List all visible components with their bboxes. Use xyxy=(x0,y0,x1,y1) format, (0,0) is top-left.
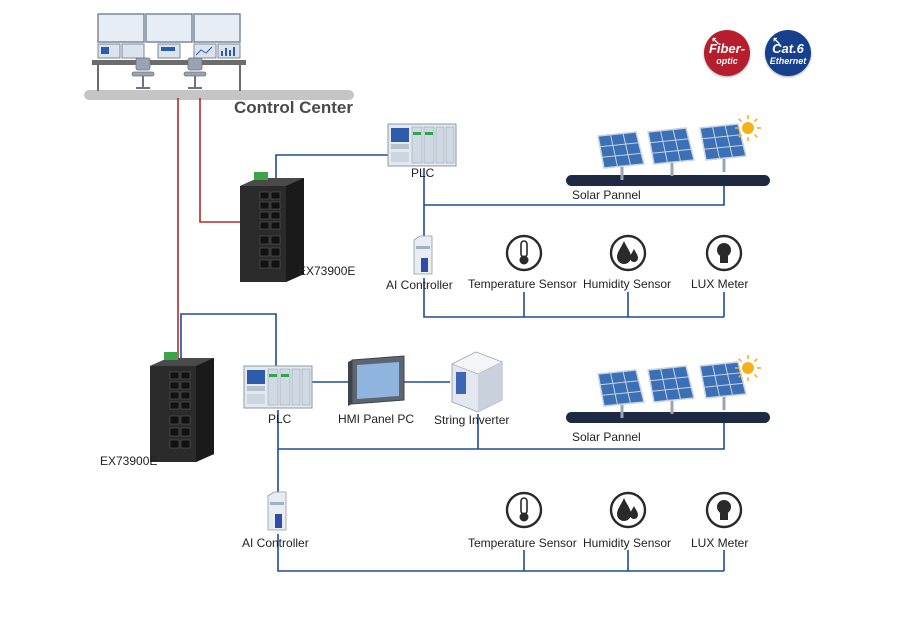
plc-top-label: PLC xyxy=(411,166,435,180)
temp-bottom-label: Temperature Sensor xyxy=(468,536,577,550)
temperature-sensor-bottom xyxy=(505,491,543,529)
arrow-icon: ↖ xyxy=(772,36,782,48)
lux-bottom-label: LUX Meter xyxy=(691,536,749,550)
switch-bottom-label: EX73900E xyxy=(100,454,158,468)
fiber-link-top-switch xyxy=(199,98,246,223)
solar-array-top xyxy=(566,114,770,186)
solar-top-label: Solar Pannel xyxy=(572,188,641,202)
switch-top xyxy=(239,171,305,283)
control-center xyxy=(84,13,354,100)
plc-bottom xyxy=(243,365,313,409)
plc-top xyxy=(387,123,457,167)
cat6-badge-line1: Cat.6 xyxy=(772,41,804,56)
eth-top-switch-plc xyxy=(275,154,388,180)
ethernet-links xyxy=(180,154,725,572)
ai-top-label: AI Controller xyxy=(386,278,453,292)
fiber-badge-line1: Fiber- xyxy=(708,41,746,56)
arrow-icon: ↖ xyxy=(711,36,721,48)
humidity-sensor-top xyxy=(609,234,647,272)
humidity-sensor-bottom xyxy=(609,491,647,529)
lux-meter-bottom xyxy=(705,491,743,529)
lux-top-label: LUX Meter xyxy=(691,277,749,291)
plc-bottom-label: PLC xyxy=(268,412,292,426)
cat6-badge-line2: Ethernet xyxy=(769,56,807,66)
cat6-ethernet-badge: ↖ Cat.6 Ethernet xyxy=(765,30,811,76)
solar-array-bottom xyxy=(566,354,770,423)
switch-top-label: EX73900E xyxy=(298,264,356,278)
solar-bottom-label: Solar Pannel xyxy=(572,430,641,444)
hmi-panel-pc xyxy=(348,355,405,406)
humid-bottom-label: Humidity Sensor xyxy=(583,536,672,550)
temperature-sensor-top xyxy=(505,234,543,272)
humid-top-label: Humidity Sensor xyxy=(583,277,672,291)
fiber-badge-line2: optic xyxy=(716,56,738,66)
ai-controller-bottom xyxy=(267,491,287,531)
switch-bottom xyxy=(149,351,215,463)
ai-controller-top xyxy=(413,235,433,275)
lux-meter-top xyxy=(705,234,743,272)
fiber-optic-badge: ↖ Fiber- optic xyxy=(704,30,750,76)
ai-bottom-label: AI Controller xyxy=(242,536,309,550)
string-inverter xyxy=(451,351,503,413)
inverter-label: String Inverter xyxy=(434,413,510,427)
fiber-links xyxy=(177,98,246,362)
control-center-title: Control Center xyxy=(234,98,353,117)
hmi-label: HMI Panel PC xyxy=(338,412,415,426)
eth-bottom-switch-plc xyxy=(180,313,277,372)
temp-top-label: Temperature Sensor xyxy=(468,277,577,291)
